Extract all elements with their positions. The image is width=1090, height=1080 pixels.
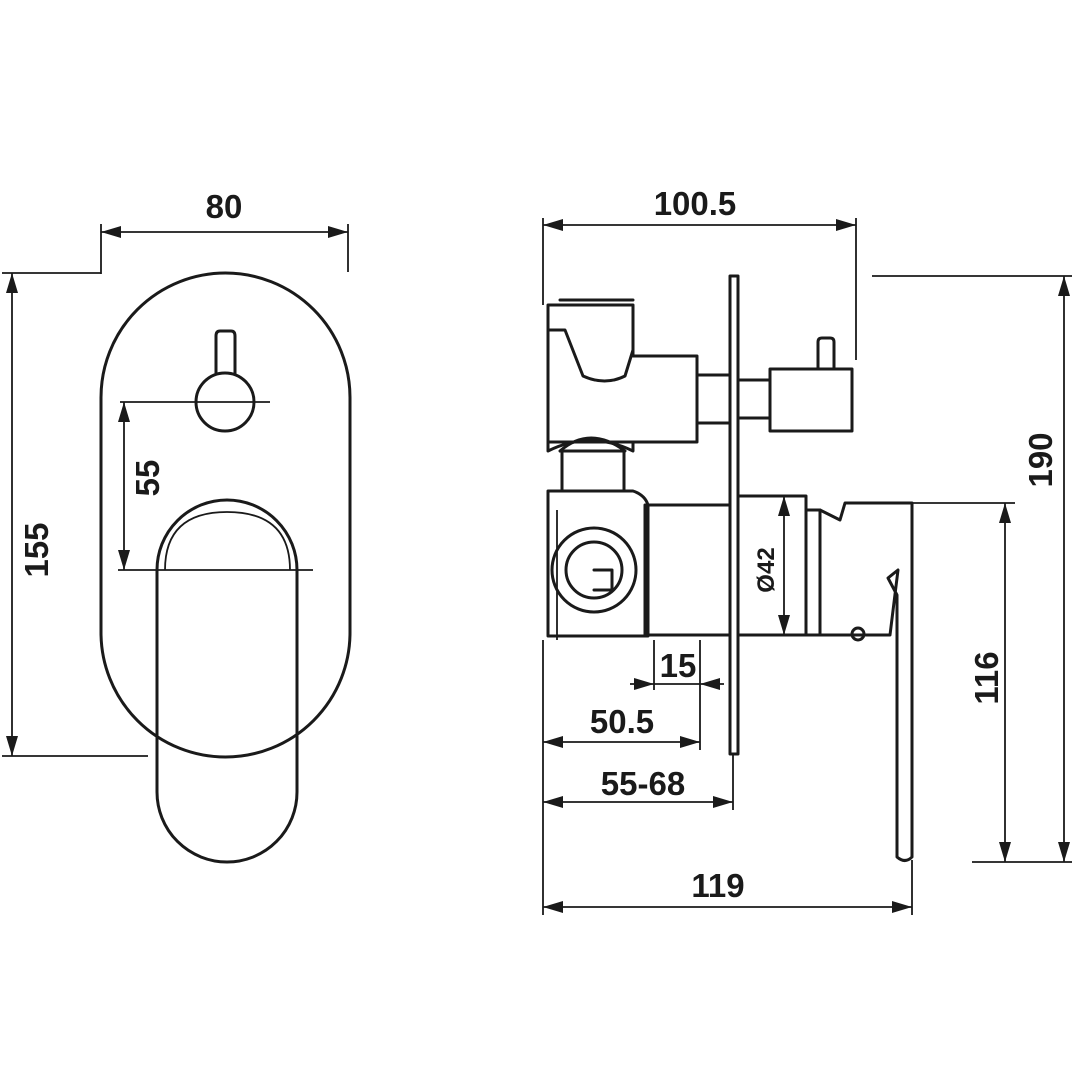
dim-height-155: 155 <box>2 272 148 757</box>
dim-offset-15: 15 <box>630 640 724 750</box>
dim-width-80: 80 <box>100 188 349 274</box>
dim-body-50-5-label: 50.5 <box>590 703 654 740</box>
dim-total-119: 119 <box>543 860 913 915</box>
cover-plate <box>99 271 352 759</box>
valve-body <box>546 449 808 640</box>
dim-install-55-68-label: 55-68 <box>601 765 685 802</box>
dim-total-119-label: 119 <box>691 867 744 904</box>
dim-height-190: 190 <box>872 275 1072 863</box>
dim-diameter-42: Ø42 <box>753 496 790 635</box>
dim-depth-top-label: 100.5 <box>654 185 737 222</box>
dim-diameter-label: Ø42 <box>753 547 780 592</box>
diverter-knob <box>194 329 256 433</box>
dim-width-label: 80 <box>206 188 243 225</box>
dim-body-50-5: 50.5 <box>542 640 700 915</box>
dim-handle-116-label: 116 <box>968 651 1005 704</box>
dim-height-label: 155 <box>18 522 55 577</box>
diverter-body <box>546 298 854 453</box>
dim-height-190-label: 190 <box>1022 432 1059 487</box>
dim-offset-15-label: 15 <box>660 647 697 684</box>
dim-handle-116: 116 <box>912 502 1015 862</box>
side-handle <box>804 501 914 862</box>
dim-install-55-68: 55-68 <box>543 754 734 810</box>
front-view: 80 155 55 <box>2 188 352 864</box>
side-view: 100.5 190 116 Ø42 <box>542 185 1072 915</box>
dim-spacing-label: 55 <box>129 460 166 497</box>
dim-spacing-55: 55 <box>118 402 166 570</box>
dim-depth-100-5: 100.5 <box>542 185 857 360</box>
lever-handle <box>155 498 299 864</box>
